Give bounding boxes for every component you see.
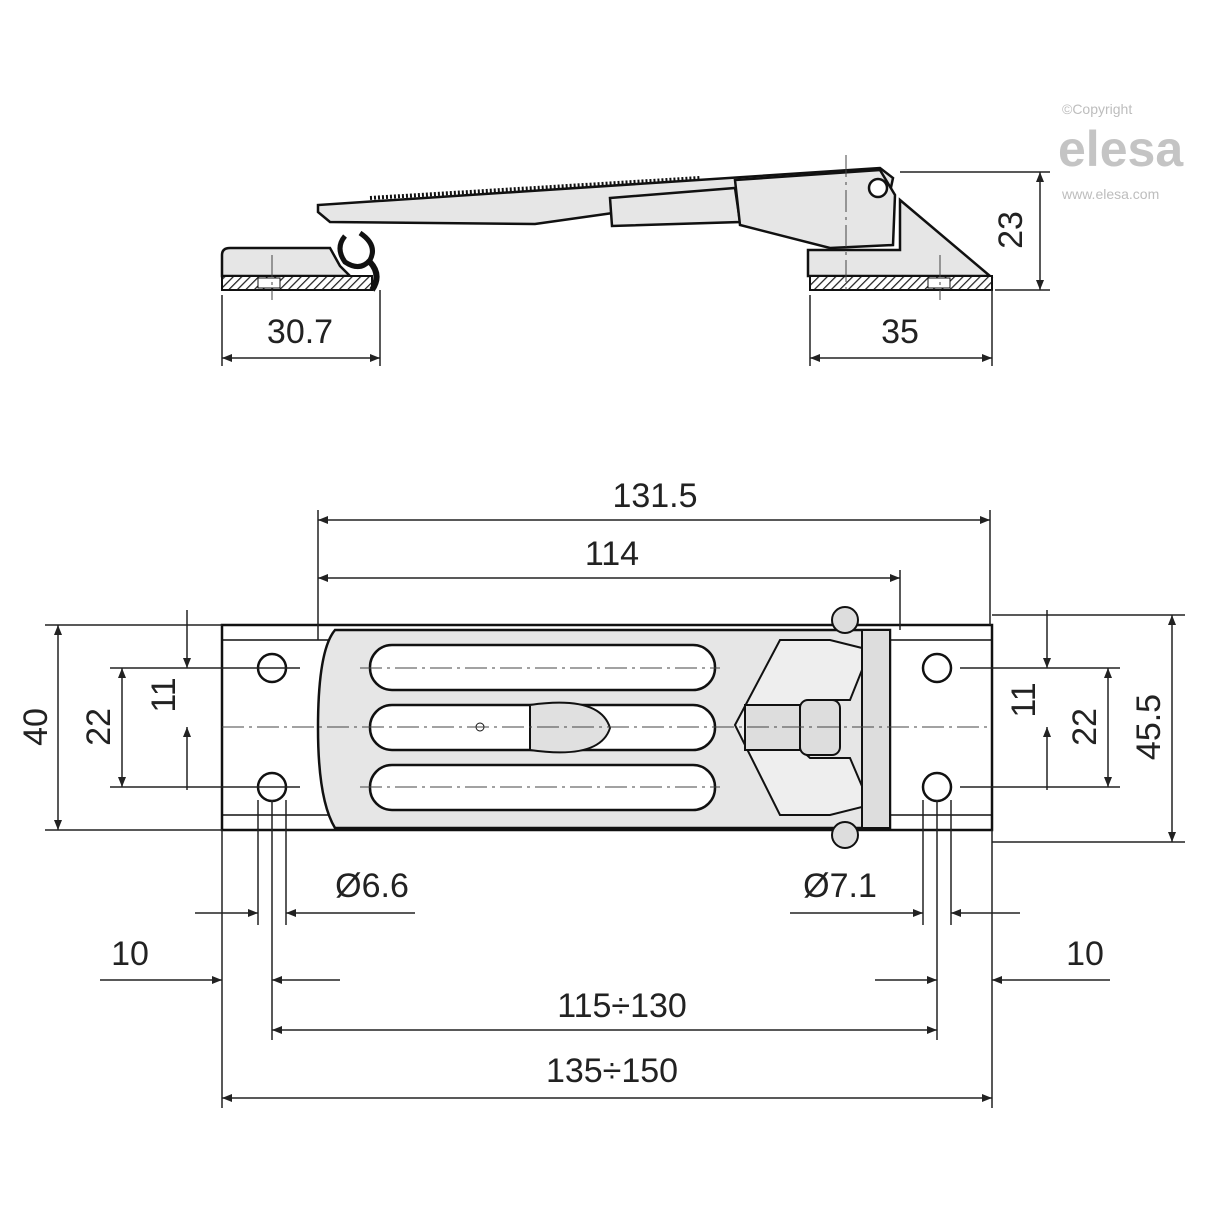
top-view: 131.5 114 40 22 11 11 22 45.5 [17,477,1185,1108]
dim-hole-dia-left: Ø6.6 [335,867,409,905]
hook-bend [367,259,380,292]
dim-edge-right: 10 [1066,935,1104,973]
elesa-logo: ©Copyright elesa www.elesa.com [1058,101,1184,202]
dim-edge-left: 10 [111,935,149,973]
right-base [806,197,994,278]
dim-half-pitch-left: 11 [145,677,183,712]
right-base-section [809,275,993,291]
dim-height: 23 [992,211,1030,249]
dim-hinge-length: 114 [585,535,639,573]
logo-copyright: ©Copyright [1062,101,1132,117]
left-base-section [221,275,373,291]
hinge-pin [861,629,891,829]
mounting-hole [921,652,953,684]
dim-base-right: 35 [881,313,919,351]
mounting-hole [921,771,953,803]
left-hole-section [257,277,281,289]
hook [337,230,375,269]
dim-hole-pitch-right: 22 [1066,708,1104,746]
left-base [220,246,354,278]
dim-hole-center-range: 115÷130 [557,987,687,1025]
side-view: 30.7 35 23 [220,155,1050,366]
dim-overall-range: 135÷150 [546,1052,678,1090]
pivot-pin [867,177,889,199]
right-hole-section [927,277,951,289]
dim-overall-length: 131.5 [612,477,697,515]
lever-head [733,168,897,250]
dim-width-right: 45.5 [1130,694,1168,760]
spring [369,176,701,200]
pin-end [831,821,859,849]
dim-width-left: 40 [17,708,55,746]
dim-base-left: 30.7 [267,313,333,351]
logo-url: www.elesa.com [1061,186,1159,202]
grip [529,701,612,754]
dim-hole-pitch-left: 22 [80,708,118,746]
dim-half-pitch-right: 11 [1005,682,1043,717]
logo-brand: elesa [1058,121,1184,177]
dim-hole-dia-right: Ø7.1 [803,867,877,905]
pin-end [831,606,859,634]
